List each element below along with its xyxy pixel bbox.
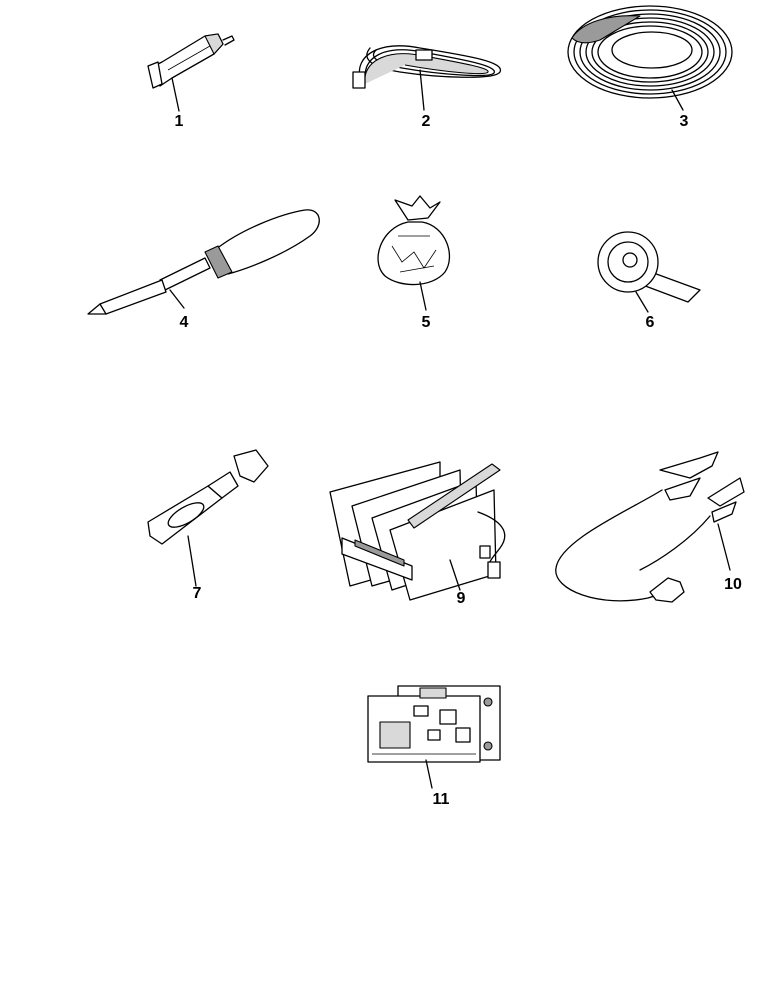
- circuit-boards-illustration: [367, 685, 501, 789]
- callout-3: 3: [679, 113, 689, 130]
- callout-1: 1: [174, 113, 184, 130]
- usb-stick-illustration: [147, 449, 269, 587]
- tape-roll-illustration: [597, 231, 701, 313]
- clamp-cable-illustration: [555, 451, 745, 603]
- callout-7: 7: [192, 585, 202, 602]
- ribbon-cable-illustration: [352, 45, 501, 111]
- wire-coil-illustration: [567, 5, 733, 111]
- callout-6: 6: [645, 314, 655, 331]
- parts-bag-illustration: [377, 195, 450, 311]
- heat-sink-illustration: [329, 461, 506, 601]
- screwdriver-illustration: [87, 209, 320, 315]
- callout-11: 11: [432, 791, 450, 808]
- callout-5: 5: [421, 314, 431, 331]
- soldering-iron-illustration: [147, 33, 235, 112]
- callout-4: 4: [179, 314, 189, 331]
- callout-10: 10: [724, 576, 742, 593]
- callout-2: 2: [421, 113, 431, 130]
- callout-9: 9: [456, 590, 466, 607]
